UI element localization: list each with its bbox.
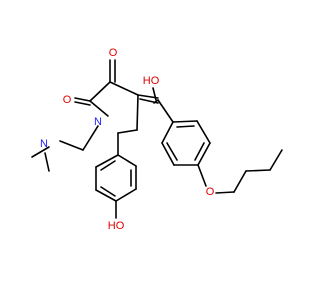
phenol-hydroxyl-label: HO	[108, 220, 125, 232]
ketone-oxygen-label: O	[109, 47, 118, 59]
ring-nitrogen-label: N	[94, 116, 102, 128]
ether-oxygen-label: O	[206, 186, 215, 198]
amine-nitrogen-label: N	[40, 138, 48, 150]
enol-hydroxyl-label: HO	[143, 75, 160, 87]
lactam-oxygen-label: O	[63, 94, 72, 106]
molecule-diagram: O O HO N N O HO	[31, 47, 283, 232]
bond-lines	[31, 59, 283, 219]
